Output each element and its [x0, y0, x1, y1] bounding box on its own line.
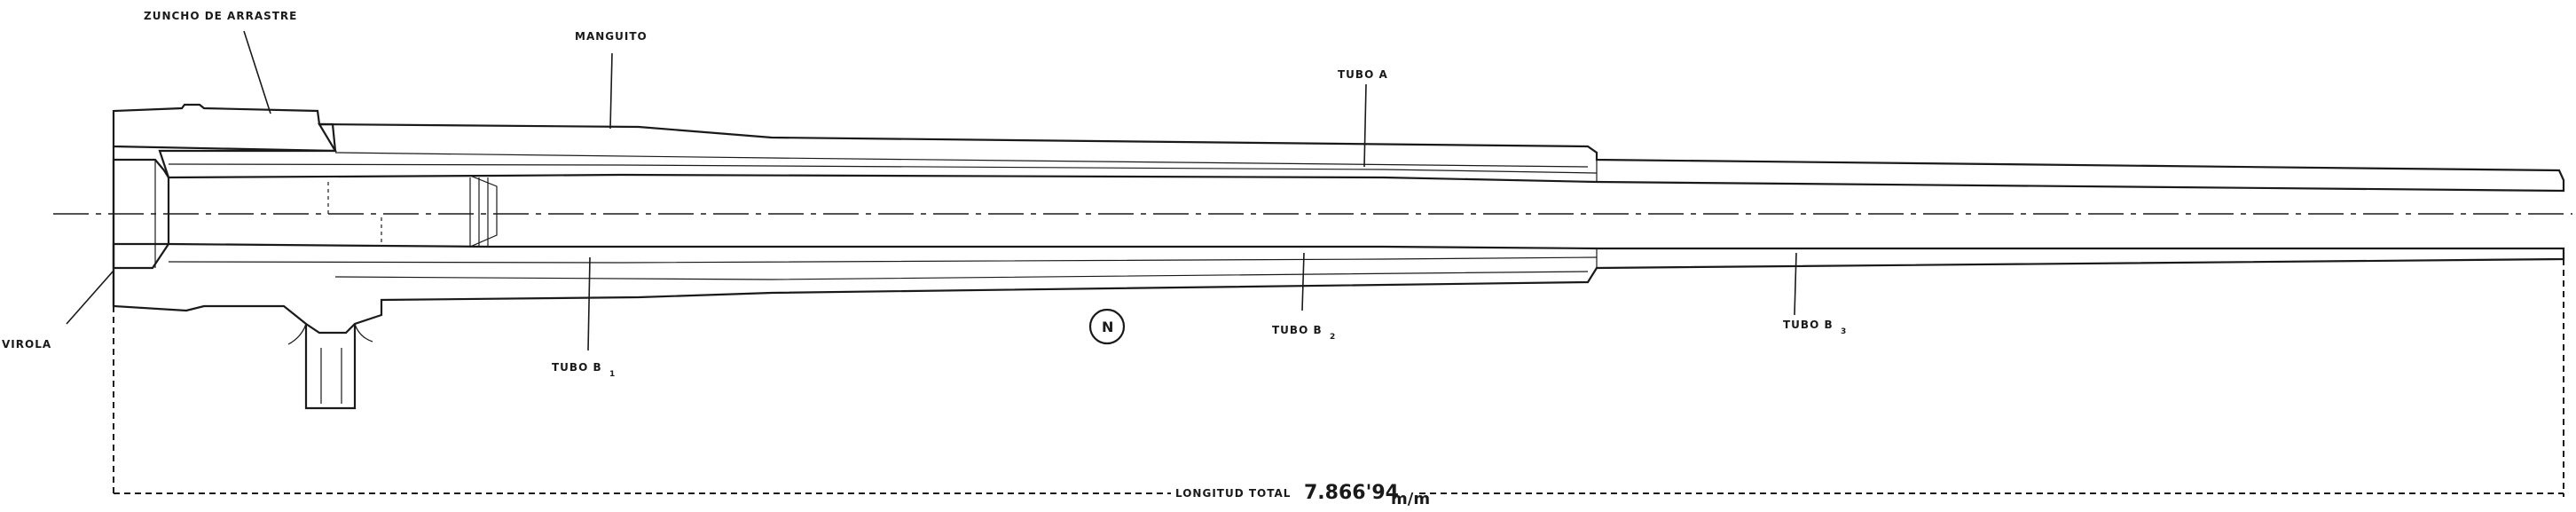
label-tubo-b1-sub: 1 — [609, 370, 615, 379]
barrel-bore — [168, 175, 498, 248]
leaders — [66, 30, 1797, 351]
label-tubo-b2-sub: 2 — [1330, 333, 1335, 342]
label-manguito: MANGUITO — [575, 30, 648, 43]
virola-ring — [112, 146, 170, 306]
label-tubo-b2: TUBO B — [1272, 324, 1323, 336]
label-zuncho: ZUNCHO DE ARRASTRE — [144, 10, 297, 22]
north-label: N — [1102, 319, 1113, 335]
barrel-wall-lower — [112, 242, 2565, 335]
label-tubo-b3-sub: 3 — [1841, 327, 1846, 336]
label-tubo-b3: TUBO B — [1783, 319, 1834, 331]
label-tubo-b1: TUBO B — [552, 361, 602, 374]
north-symbol: N — [1088, 308, 1126, 345]
label-tubo-a: TUBO A — [1338, 68, 1388, 81]
breech-lug — [287, 323, 373, 410]
barrel-wall-upper — [158, 122, 2565, 193]
breech-ring-upper — [112, 103, 337, 153]
dimension-value: 7.866'94 — [1304, 482, 1399, 504]
dimension-label: LONGITUD TOTAL — [1175, 487, 1291, 500]
dimension-unit: m/m — [1391, 490, 1430, 508]
dimension-lines — [113, 259, 2564, 497]
label-virola: VIROLA — [2, 338, 51, 351]
